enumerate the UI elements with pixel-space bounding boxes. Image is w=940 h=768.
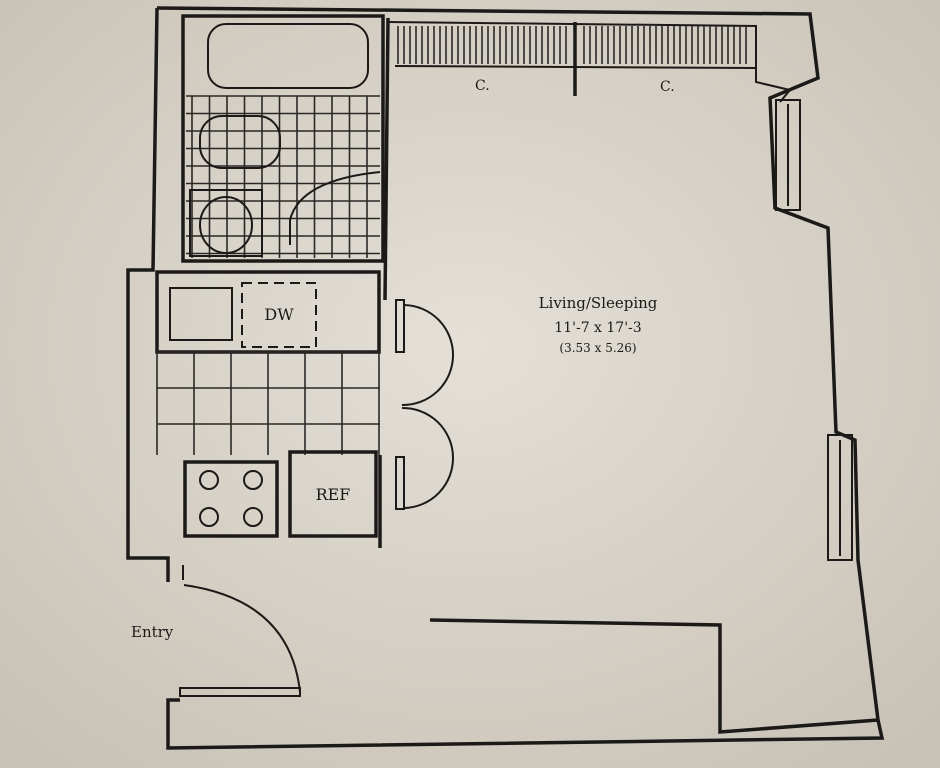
dishwasher-label: DW [264, 305, 294, 324]
refrigerator [288, 450, 378, 538]
fridge-label: REF [316, 485, 351, 504]
bath-door-swing [289, 171, 381, 245]
kitchen-sink [169, 287, 233, 341]
kitchen-tile-floor [156, 351, 380, 455]
dishwasher [241, 282, 317, 348]
entry-door [179, 584, 301, 697]
kitchen: DW REF [155, 270, 381, 538]
partition-wall [383, 17, 390, 301]
outer-wall-inner [387, 21, 792, 103]
window-lower [827, 434, 853, 561]
room-name: Living/Sleeping [539, 294, 658, 312]
closet-label-2: C. [660, 79, 675, 95]
bathtub [207, 23, 369, 89]
stove-burners [199, 470, 263, 527]
closet-label-1: C. [475, 78, 490, 94]
room-dimensions-metric: (3.53 x 5.26) [559, 341, 636, 355]
bath-tile-floor [186, 95, 380, 258]
sink-counter [189, 189, 263, 257]
kitchen-doors [395, 299, 454, 510]
sink [199, 196, 253, 254]
outer-wall-left [126, 7, 170, 582]
closet-rail [394, 65, 756, 69]
entry-label: Entry [131, 623, 174, 641]
bathroom [181, 14, 385, 263]
closet-hatching [397, 26, 747, 64]
outer-wall-bottom [166, 698, 885, 750]
stove [183, 460, 279, 538]
toilet [199, 115, 281, 169]
room-dimensions-imperial: 11'-7 x 17'-3 [554, 320, 641, 336]
window-upper [775, 99, 801, 211]
outer-wall [156, 6, 880, 734]
